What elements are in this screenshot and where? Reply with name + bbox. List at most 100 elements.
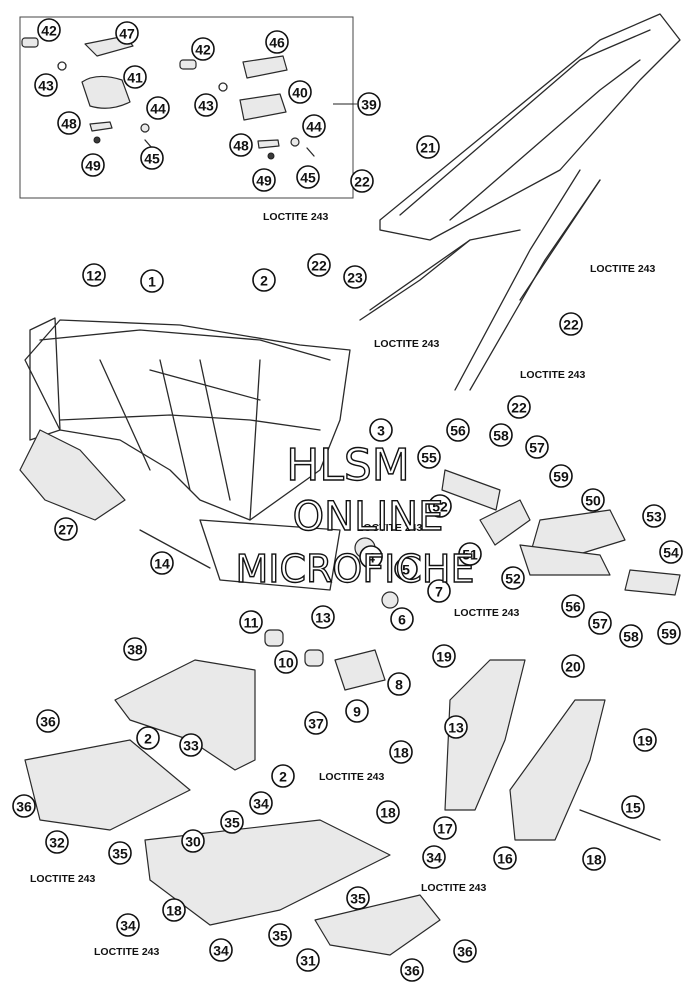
callout-circle	[45, 830, 69, 854]
callout-40: 40	[288, 80, 312, 104]
callout-circle	[525, 435, 549, 459]
callout-13: 13	[311, 605, 335, 629]
callout-number: 40	[292, 85, 308, 101]
callout-circle	[359, 545, 383, 569]
callout-number: 57	[529, 440, 545, 456]
callout-number: 49	[256, 173, 272, 189]
callout-48: 48	[229, 133, 253, 157]
callout-59: 59	[549, 464, 573, 488]
callout-circle	[288, 80, 312, 104]
callout-number: 17	[437, 821, 453, 837]
callout-circle	[581, 488, 605, 512]
callout-circle	[304, 711, 328, 735]
loctite-label: LOCTITE 243	[263, 211, 329, 223]
callout-number: 6	[398, 612, 406, 628]
callout-circle	[274, 650, 298, 674]
callout-45: 45	[296, 165, 320, 189]
callout-10: 10	[274, 650, 298, 674]
watermark-line-3: MICROFICHE	[235, 547, 474, 591]
callout-circle	[369, 418, 393, 442]
callout-circle	[123, 65, 147, 89]
callout-number: 27	[58, 522, 74, 538]
callout-number: 14	[154, 556, 170, 572]
watermark-line-2: ONLINE	[293, 494, 444, 540]
callout-circle	[209, 938, 233, 962]
callout-35: 35	[268, 923, 292, 947]
callout-number: 30	[185, 834, 201, 850]
callout-circle	[428, 494, 452, 518]
callout-56: 56	[446, 418, 470, 442]
callout-49: 49	[81, 153, 105, 177]
callout-number: 37	[308, 716, 324, 732]
callout-circle	[432, 644, 456, 668]
callout-circle	[82, 263, 106, 287]
callout-circle	[12, 794, 36, 818]
callout-47: 47	[115, 21, 139, 45]
callout-number: 36	[404, 963, 420, 979]
callout-circle	[390, 607, 414, 631]
callout-circle	[446, 418, 470, 442]
callout-17: 17	[433, 816, 457, 840]
callout-14: 14	[150, 551, 174, 575]
loctite-label: LOCTITE 243	[454, 607, 520, 619]
callout-number: 18	[393, 745, 409, 761]
callout-circle	[422, 845, 446, 869]
callout-circle	[140, 269, 164, 293]
loctite-label: LOCTITE 243	[357, 522, 423, 534]
callout-42: 42	[191, 37, 215, 61]
spring-43-left	[57, 61, 67, 71]
callout-18: 18	[376, 800, 400, 824]
callout-number: 13	[448, 720, 464, 736]
callout-number: 36	[16, 799, 32, 815]
callout-number: 35	[112, 846, 128, 862]
callout-circle	[229, 133, 253, 157]
washer-44-left	[140, 123, 150, 133]
callout-circle	[194, 93, 218, 117]
callout-5: 5	[394, 557, 418, 581]
nut-49-left	[93, 136, 101, 144]
callout-6: 6	[390, 607, 414, 631]
callout-51: 51	[458, 542, 482, 566]
callout-34: 34	[116, 913, 140, 937]
callout-number: 33	[183, 738, 199, 754]
skid-plate-30	[144, 819, 391, 926]
callout-13: 13	[444, 715, 468, 739]
callout-36: 36	[400, 958, 424, 982]
callout-circle	[150, 551, 174, 575]
callout-55: 55	[417, 445, 441, 469]
callout-circle	[621, 795, 645, 819]
callout-56: 56	[561, 594, 585, 618]
callout-number: 31	[300, 953, 316, 969]
callout-number: 1	[148, 274, 156, 290]
callout-number: 10	[278, 655, 294, 671]
callout-circle	[116, 913, 140, 937]
callout-number: 55	[421, 450, 437, 466]
callout-number: 44	[150, 101, 166, 117]
callout-circle	[34, 73, 58, 97]
callout-23: 23	[343, 265, 367, 289]
callout-39: 39	[357, 92, 381, 116]
callout-circle	[582, 847, 606, 871]
callout-circle	[57, 111, 81, 135]
callout-number: 35	[272, 928, 288, 944]
callout-18: 18	[582, 847, 606, 871]
callout-circle	[37, 18, 61, 42]
callout-number: 18	[586, 852, 602, 868]
callout-circle	[561, 594, 585, 618]
callout-58: 58	[619, 624, 643, 648]
callout-number: 22	[563, 317, 579, 333]
callout-number: 59	[661, 626, 677, 642]
callout-circle	[311, 605, 335, 629]
guard-27	[19, 429, 126, 521]
callout-number: 22	[354, 174, 370, 190]
bolt-15	[579, 809, 661, 841]
callout-30: 30	[181, 829, 205, 853]
callout-number: 15	[625, 800, 641, 816]
callout-circle	[81, 153, 105, 177]
callout-circle	[220, 810, 244, 834]
callout-number: 43	[38, 78, 54, 94]
callout-number: 41	[127, 70, 143, 86]
callout-circle	[307, 253, 331, 277]
callout-number: 36	[457, 944, 473, 960]
callout-circle	[387, 672, 411, 696]
